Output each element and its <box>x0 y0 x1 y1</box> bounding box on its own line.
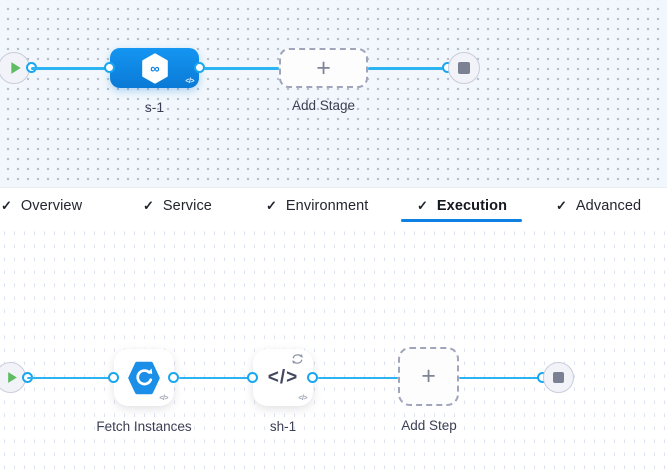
tab-label: Overview <box>20 197 83 214</box>
connector-line <box>27 376 114 379</box>
stage-in-port <box>104 62 115 73</box>
tab-environment[interactable]: ✓ Environment <box>266 188 368 223</box>
step-in-port <box>247 372 258 383</box>
stage-config-tabbar: ✓ Overview ✓ Service ✓ Environment ✓ Exe… <box>0 187 667 222</box>
shell-script-icon: </> <box>267 366 299 388</box>
stage-label: s-1 <box>144 99 165 115</box>
add-step-label: Add Step <box>401 418 457 433</box>
check-icon: ✓ <box>417 197 428 213</box>
connector-line <box>31 67 111 70</box>
cd-hexagon-infinity-icon: ∞ <box>141 52 168 84</box>
loop-strategy-icon <box>292 354 303 364</box>
stop-square-icon <box>458 62 470 74</box>
stage-canvas[interactable]: ∞ </> s-1 + Add Stage <box>0 0 667 187</box>
step-out-port <box>168 372 179 383</box>
check-icon: ✓ <box>266 197 277 213</box>
execution-end-node <box>543 362 574 393</box>
tab-overview[interactable]: ✓ Overview <box>1 188 82 223</box>
stop-square-icon <box>553 372 564 383</box>
check-icon: ✓ <box>143 197 154 213</box>
tab-label: Environment <box>285 197 369 214</box>
check-icon: ✓ <box>556 197 567 213</box>
step-out-port <box>307 372 318 383</box>
stage-node-s-1[interactable]: ∞ </> <box>110 48 199 88</box>
tab-service[interactable]: ✓ Service <box>143 188 212 223</box>
step-node-sh-1[interactable]: </> </> <box>253 349 313 406</box>
check-icon: ✓ <box>1 197 12 213</box>
pipeline-start-node <box>0 52 30 84</box>
code-badge-icon: </> <box>298 395 307 402</box>
active-tab-underline <box>401 219 522 222</box>
connector-line <box>368 67 443 70</box>
add-stage-label: Add Stage <box>291 98 356 113</box>
plus-icon: + <box>316 53 331 82</box>
connector-line <box>204 67 279 70</box>
step-in-port <box>108 372 119 383</box>
tab-execution[interactable]: ✓ Execution <box>417 188 507 223</box>
tab-label: Service <box>162 197 212 214</box>
step-label: sh-1 <box>269 419 297 434</box>
tab-label: Advanced <box>575 197 642 214</box>
execution-canvas[interactable]: </> Fetch Instances </> </> sh-1 + Add S… <box>0 222 667 475</box>
tab-advanced[interactable]: ✓ Advanced <box>556 188 641 223</box>
code-badge-icon: </> <box>185 78 194 85</box>
play-icon <box>10 62 21 74</box>
code-badge-icon: </> <box>159 395 168 402</box>
add-step-button[interactable]: + <box>398 347 459 406</box>
connector-line <box>459 376 538 379</box>
connector-line <box>318 376 398 379</box>
fetch-instances-icon <box>128 361 160 394</box>
step-label: Fetch Instances <box>96 419 192 434</box>
tab-label: Execution <box>436 197 508 214</box>
svg-text:∞: ∞ <box>150 61 159 76</box>
plus-icon: + <box>421 362 436 390</box>
add-stage-button[interactable]: + <box>279 48 368 88</box>
step-node-fetch-instances[interactable]: </> <box>114 349 174 406</box>
connector-line <box>179 376 253 379</box>
pipeline-end-node <box>448 52 480 84</box>
play-icon <box>7 372 17 383</box>
